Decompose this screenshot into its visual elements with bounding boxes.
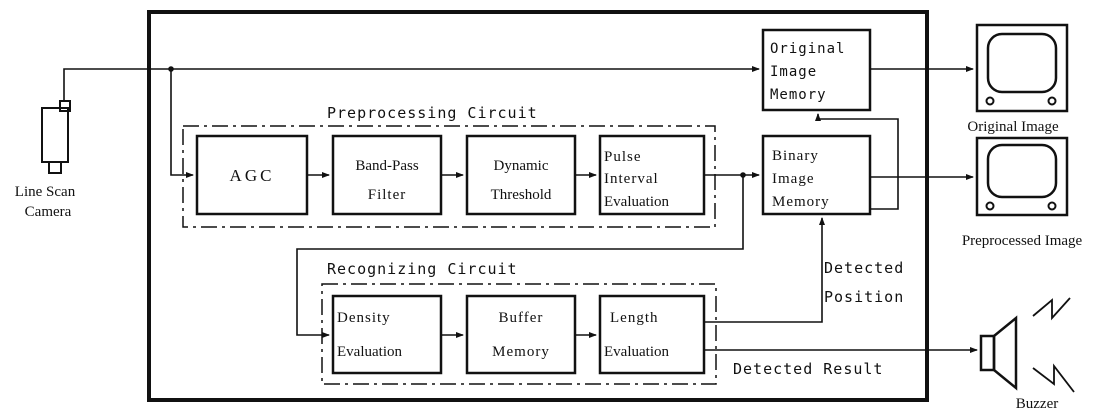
camera-to-original-memory-line <box>63 66 760 101</box>
binary-image-memory-block <box>761 134 872 216</box>
original-monitor-icon <box>975 23 1069 113</box>
detected-position-label-line2: Position <box>824 288 904 306</box>
preprocessing-circuit-title: Preprocessing Circuit <box>327 104 538 122</box>
buzzer-label: Buzzer <box>1016 396 1058 412</box>
length-evaluation-block <box>598 294 706 375</box>
binary-memory-label-line1: Binary <box>772 148 819 164</box>
original-image-memory-block <box>761 28 872 112</box>
detected-position-label-line1: Detected <box>824 259 904 277</box>
original-memory-label-line3: Memory <box>770 87 827 103</box>
dynamic-threshold-label-line2: Threshold <box>491 187 552 203</box>
preprocessing-circuit-frame <box>182 125 716 228</box>
pulse-to-density-line <box>296 175 744 338</box>
binary-to-original-feedback-line <box>815 113 899 210</box>
buffer-label-line2: Memory <box>492 344 550 360</box>
detected-position-line <box>704 217 825 323</box>
bandpass-label-line1: Band-Pass <box>355 158 418 174</box>
density-label-line2: Evaluation <box>337 344 402 360</box>
binary-memory-label-line3: Memory <box>772 194 830 210</box>
pulse-interval-label-line1: Pulse <box>604 149 642 165</box>
recognizing-circuit-title: Recognizing Circuit <box>327 260 518 278</box>
camera-icon <box>41 100 71 174</box>
preprocessed-image-label: Preprocessed Image <box>962 233 1083 249</box>
bandpass-label-line2: Filter <box>368 187 407 203</box>
buzzer-icon <box>979 297 1075 393</box>
agc-label: AGC <box>230 166 275 185</box>
dynamic-threshold-label-line1: Dynamic <box>494 158 549 174</box>
length-label-line2: Evaluation <box>604 344 669 360</box>
recognizing-circuit-frame <box>321 283 717 385</box>
original-image-label: Original Image <box>967 119 1059 135</box>
original-memory-label-line1: Original <box>770 41 845 57</box>
signal-lines <box>63 66 978 353</box>
buffer-memory-block <box>465 294 577 375</box>
camera-label-line2: Camera <box>25 204 72 220</box>
system-frame <box>147 10 929 402</box>
pulse-interval-label-line2: Interval <box>604 171 659 187</box>
pulse-interval-label-line3: Evaluation <box>604 194 669 210</box>
preprocessed-monitor-icon <box>975 136 1069 217</box>
density-evaluation-block <box>331 294 443 375</box>
density-label-line1: Density <box>337 310 391 326</box>
original-memory-label-line2: Image <box>770 64 817 80</box>
buffer-label-line1: Buffer <box>499 310 544 326</box>
detected-result-label: Detected Result <box>733 360 883 378</box>
camera-label-line1: Line Scan <box>15 184 76 200</box>
length-label-line1: Length <box>610 310 659 326</box>
binary-memory-label-line2: Image <box>772 171 814 187</box>
camera-to-agc-line <box>170 69 194 178</box>
